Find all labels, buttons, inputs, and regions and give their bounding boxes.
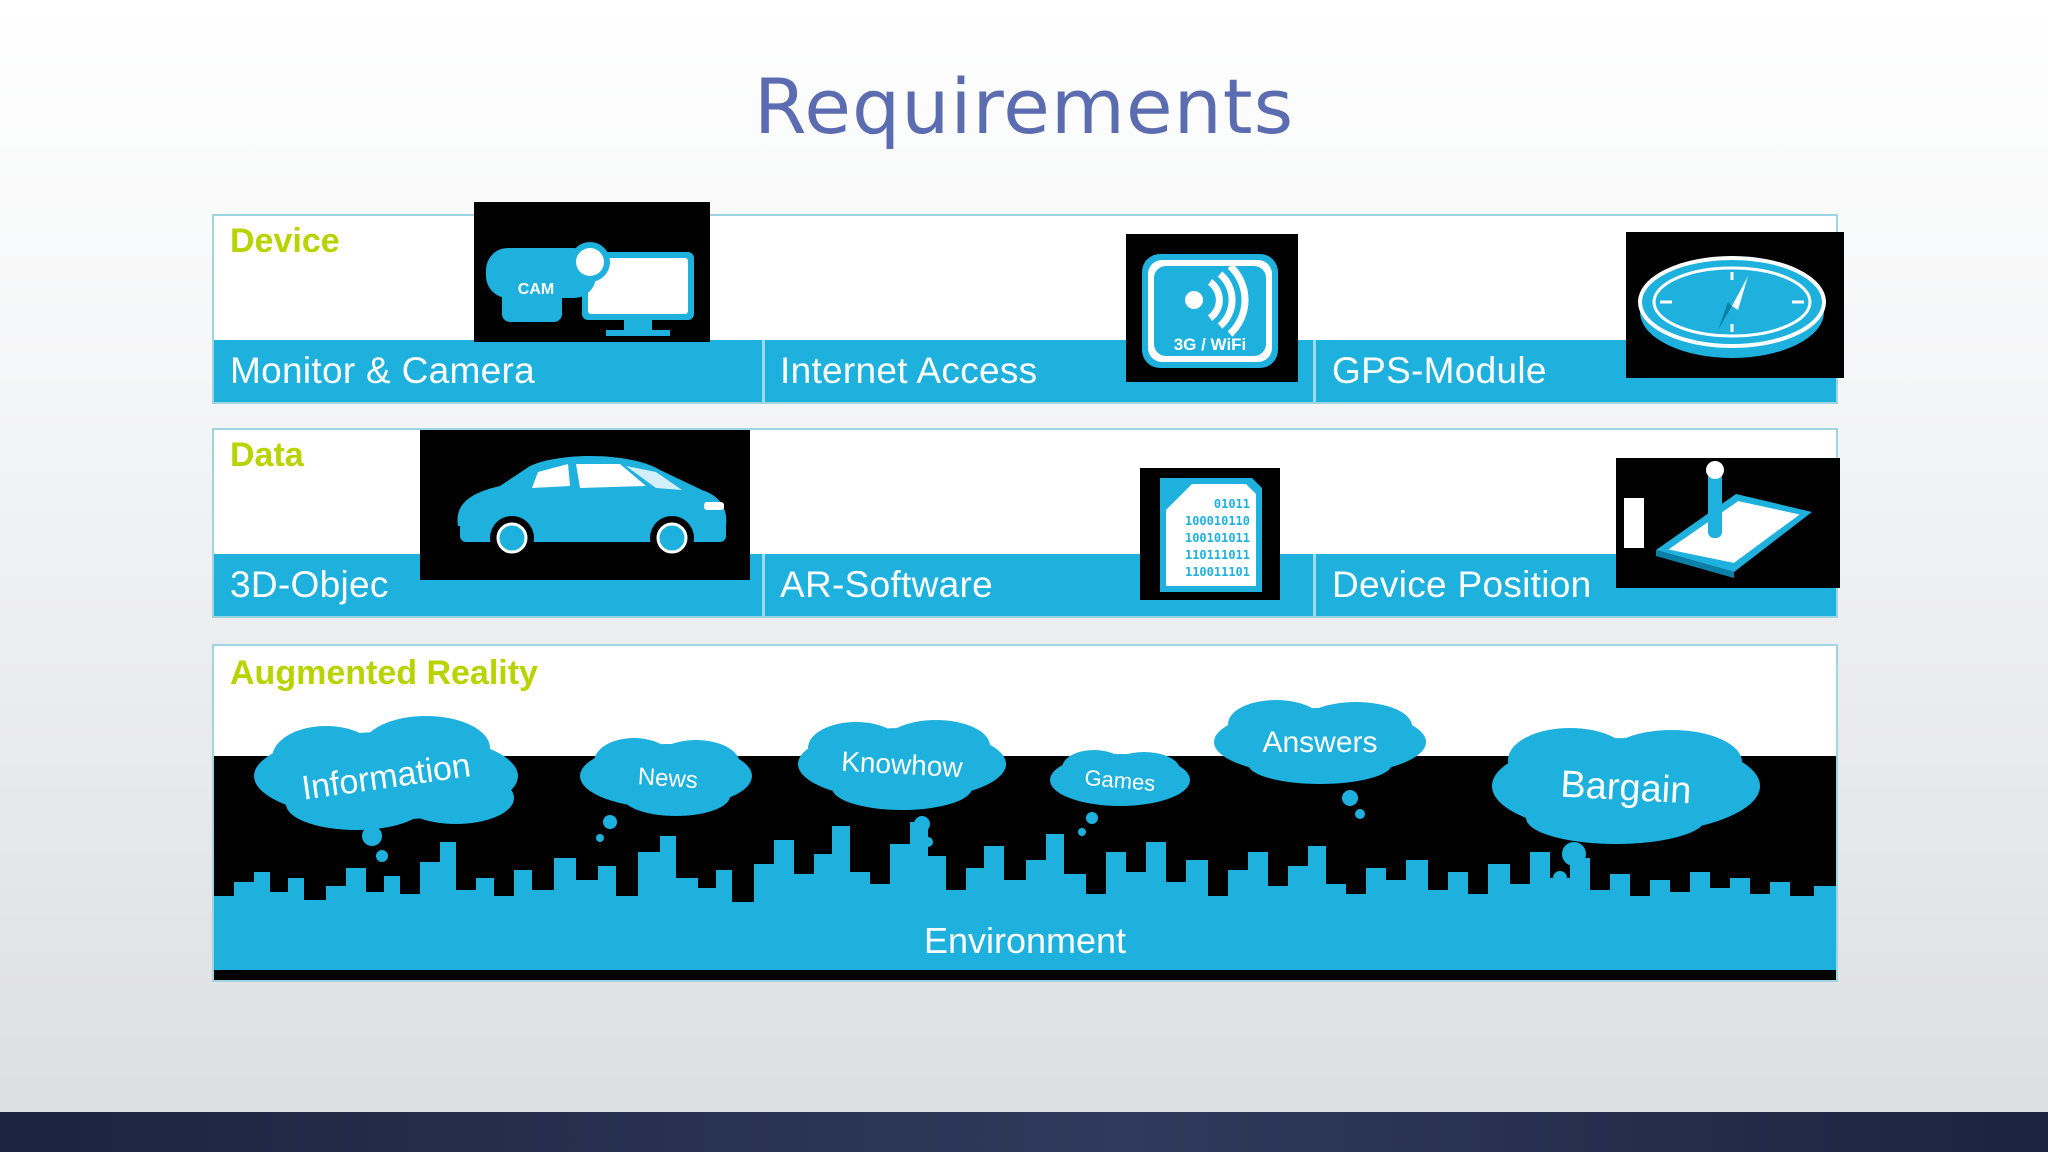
cloud-label-knowhow: Knowhow xyxy=(841,746,965,783)
compass-icon xyxy=(1626,232,1844,378)
binary-line: 01011 xyxy=(1214,497,1250,511)
cloud-information: Information xyxy=(254,716,518,862)
device-bar: Monitor & Camera Internet Access GPS-Mod… xyxy=(214,340,1836,402)
data-item-device-position: Device Position xyxy=(1332,564,1592,605)
data-heading: Data xyxy=(230,436,304,474)
binary-line: 100101011 xyxy=(1185,531,1250,545)
footer-bar xyxy=(0,1112,2048,1152)
device-item-internet-access: Internet Access xyxy=(780,350,1038,391)
binary-document-icon: 01011 100010110 100101011 110111011 1100… xyxy=(1140,468,1280,600)
environment-label: Environment xyxy=(924,920,1126,961)
divider xyxy=(1313,554,1316,616)
cloud-bargain: Bargain xyxy=(1492,728,1760,885)
augmented-reality-panel: Augmented Reality Information News xyxy=(212,644,1838,982)
monitor-camera-icon: CAM xyxy=(474,202,710,342)
binary-line: 110011101 xyxy=(1185,565,1250,579)
car-icon xyxy=(420,430,750,580)
device-heading: Device xyxy=(230,222,340,260)
cloud-news: News xyxy=(580,738,752,842)
device-item-gps-module: GPS-Module xyxy=(1332,350,1547,391)
cloud-answers: Answers xyxy=(1214,700,1426,819)
tilted-phone-icon xyxy=(1616,458,1840,588)
data-item-3d-object: 3D-Objec xyxy=(230,564,389,605)
divider xyxy=(762,554,765,616)
cloud-label-games: Games xyxy=(1084,765,1157,796)
data-item-ar-software: AR-Software xyxy=(780,564,994,605)
binary-line: 100010110 xyxy=(1185,514,1250,528)
city-skyline-scene: Information News Knowhow Games xyxy=(214,700,1836,980)
cloud-knowhow: Knowhow xyxy=(798,720,1006,847)
skyline-silhouette xyxy=(214,822,1836,980)
slide-title: Requirements xyxy=(753,62,1295,151)
cloud-label-bargain: Bargain xyxy=(1559,764,1692,813)
cloud-label-answers: Answers xyxy=(1262,726,1377,759)
device-item-monitor-camera: Monitor & Camera xyxy=(230,350,536,391)
divider xyxy=(762,340,765,402)
cloud-games: Games xyxy=(1050,750,1190,836)
data-panel: Data 3D-Objec AR-Software Device Positio… xyxy=(212,428,1840,618)
device-panel: Device Monitor & Camera Internet Access … xyxy=(212,202,1844,404)
divider xyxy=(1313,340,1316,402)
binary-line: 110111011 xyxy=(1185,548,1250,562)
ar-heading: Augmented Reality xyxy=(230,654,538,692)
cam-label: CAM xyxy=(518,281,554,298)
wifi-3g-icon: 3G / WiFi xyxy=(1126,234,1298,382)
cloud-label-news: News xyxy=(637,763,699,794)
wifi-label: 3G / WiFi xyxy=(1174,335,1247,354)
